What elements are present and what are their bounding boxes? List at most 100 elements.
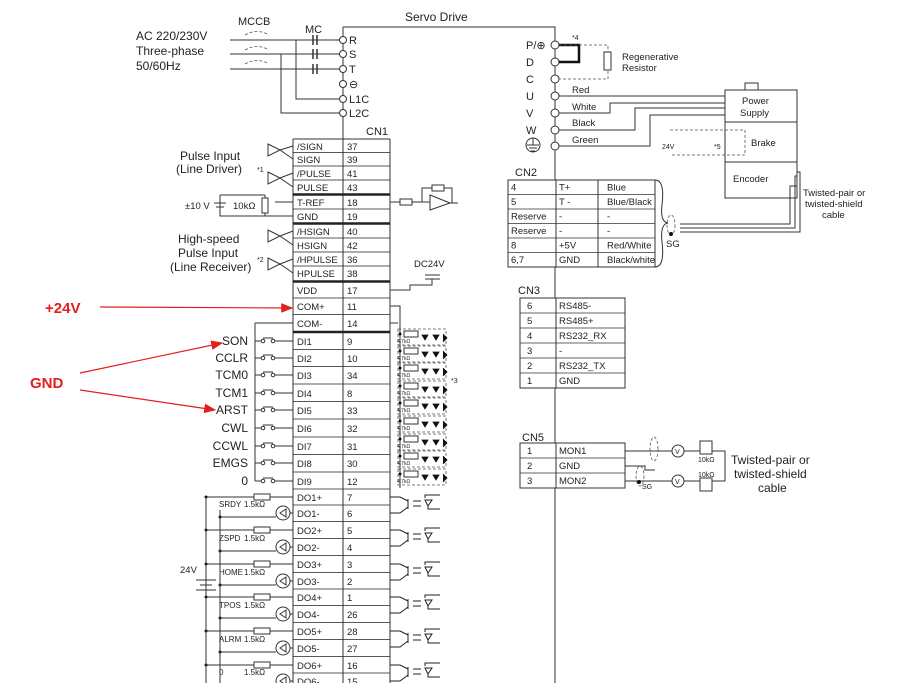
cn5-table <box>519 442 626 489</box>
do-label-srdy: SRDY <box>219 500 242 509</box>
cn5-cell: 2 <box>527 461 532 472</box>
di-label-tcm0: TCM0 <box>215 368 248 382</box>
do-resistor-label: 1.5kΩ <box>244 635 265 644</box>
cn1-pin-name: DI8 <box>297 459 312 470</box>
do-label-0: 0 <box>219 668 224 677</box>
cn1-pin-number: 16 <box>347 661 358 672</box>
optocoupler-icon <box>390 561 440 581</box>
cn1-pin-name: DO6+ <box>297 661 323 672</box>
cn1-pin-name: COM+ <box>297 302 325 313</box>
relay-icon <box>275 640 291 656</box>
optocoupler-icon <box>390 594 440 614</box>
cn1-pin-number: 17 <box>347 286 358 297</box>
cn2-cell: 8 <box>511 241 516 252</box>
cn5-cell: MON1 <box>559 446 586 457</box>
cn2-cell: - <box>559 226 562 237</box>
meter-label: V <box>675 479 680 486</box>
terminal-label: T <box>349 64 356 76</box>
cn3-cell: RS485+ <box>559 316 594 327</box>
cn1-pin-name: GND <box>297 212 318 223</box>
cable-note: cable <box>822 210 845 221</box>
plus24v-annotation: +24V <box>45 300 80 317</box>
terminal-label: V <box>526 108 534 120</box>
resistor-icon <box>253 493 271 501</box>
cn5-cell: 3 <box>527 476 532 487</box>
pulse-input-label: Pulse Input <box>180 149 241 163</box>
do-resistor-label: 1.5kΩ <box>244 534 265 543</box>
relay-icon <box>275 606 291 622</box>
optocoupler-icon <box>390 527 440 547</box>
cn2-cell: Black/white <box>607 255 655 266</box>
cable-note: Twisted-pair or <box>803 188 865 199</box>
cn5-sg-label: SG <box>642 484 652 491</box>
cn3-cell: GND <box>559 376 580 387</box>
cn1-pin-name: DO4+ <box>297 593 323 604</box>
cn1-pin-name: DO1- <box>297 509 320 520</box>
cn1-pin-number: 14 <box>347 319 358 330</box>
brake-note: *5 <box>714 144 721 151</box>
cn1-pin-name: DI6 <box>297 424 312 435</box>
terminal <box>550 141 560 151</box>
mccb-label: MCCB <box>238 16 270 28</box>
power-supply-label: Power <box>742 96 769 107</box>
terminal-label: P/⊕ <box>526 40 546 52</box>
di-label-son: SON <box>222 334 248 348</box>
cn1-pin-number: 8 <box>347 389 352 400</box>
cable-note: Twisted-pair or <box>731 453 810 467</box>
terminal-label: D <box>526 57 534 69</box>
resistor-icon <box>253 627 271 635</box>
terminal <box>550 125 560 135</box>
cn2-cell: - <box>607 226 610 237</box>
cn1-pin-number: 7 <box>347 493 352 504</box>
analog-pot: 10kΩ <box>233 201 255 212</box>
cn1-pin-number: 10 <box>347 354 358 365</box>
di-label-ccwl: CCWL <box>213 439 249 453</box>
cn1-pin-name: DO1+ <box>297 493 323 504</box>
cn3-cell: - <box>559 346 562 357</box>
cn1-pin-number: 19 <box>347 212 358 223</box>
cn1-pin-name: DO6- <box>297 677 320 683</box>
cn3-cell: RS232_TX <box>559 361 606 372</box>
power-label: AC 220/230V <box>136 29 207 43</box>
cn5-cell: 1 <box>527 446 532 457</box>
resistor-icon <box>253 526 271 534</box>
cn1-pin-number: 41 <box>347 169 358 180</box>
cn1-pin-number: 6 <box>347 509 352 520</box>
encoder-label: Encoder <box>733 174 768 185</box>
terminal-label: C <box>526 74 534 86</box>
resistor-icon <box>253 661 271 669</box>
cn1-pin-name: /HSIGN <box>297 227 330 238</box>
cn3-cell: 6 <box>527 301 532 312</box>
cn2-cell: T+ <box>559 183 571 194</box>
cn1-pin-number: 27 <box>347 644 358 655</box>
power-supply-label: Supply <box>740 108 769 119</box>
brake-voltage: 24V <box>662 144 675 151</box>
cn1-pin-number: 32 <box>347 424 358 435</box>
cn1-pin-number: 39 <box>347 155 358 166</box>
cn1-pin-name: DI2 <box>297 354 312 365</box>
dc24v-label: DC24V <box>414 259 445 270</box>
pot-label: 10kΩ <box>698 472 715 479</box>
mc-label: MC <box>305 24 322 36</box>
cn2-cell: Reserve <box>511 226 546 237</box>
cn1-pin-number: 36 <box>347 255 358 266</box>
resistor-icon <box>403 364 419 372</box>
cn1-pin-number: 43 <box>347 183 358 194</box>
do-resistor-label: 1.5kΩ <box>244 500 265 509</box>
ground-icon <box>527 138 539 152</box>
cn1-pin-number: 42 <box>347 241 358 252</box>
di-label-tcm1: TCM1 <box>215 386 248 400</box>
cn1-pin-number: 40 <box>347 227 358 238</box>
di-resistor-label: 4.7kΩ <box>397 461 410 467</box>
optocoupler-icon <box>390 628 440 648</box>
cn2-cell: +5V <box>559 241 577 252</box>
cn2-cell: T - <box>559 197 570 208</box>
regen-note: *4 <box>572 35 579 42</box>
cn1-pin-number: 30 <box>347 459 358 470</box>
terminal <box>339 50 347 58</box>
pulse-input-label: (Line Driver) <box>176 162 242 176</box>
optocoupler-icon <box>390 662 440 682</box>
analog-voltage: ±10 V <box>185 201 210 212</box>
cn1-pin-name: /SIGN <box>297 142 323 153</box>
cn1-pin-number: 9 <box>347 337 352 348</box>
